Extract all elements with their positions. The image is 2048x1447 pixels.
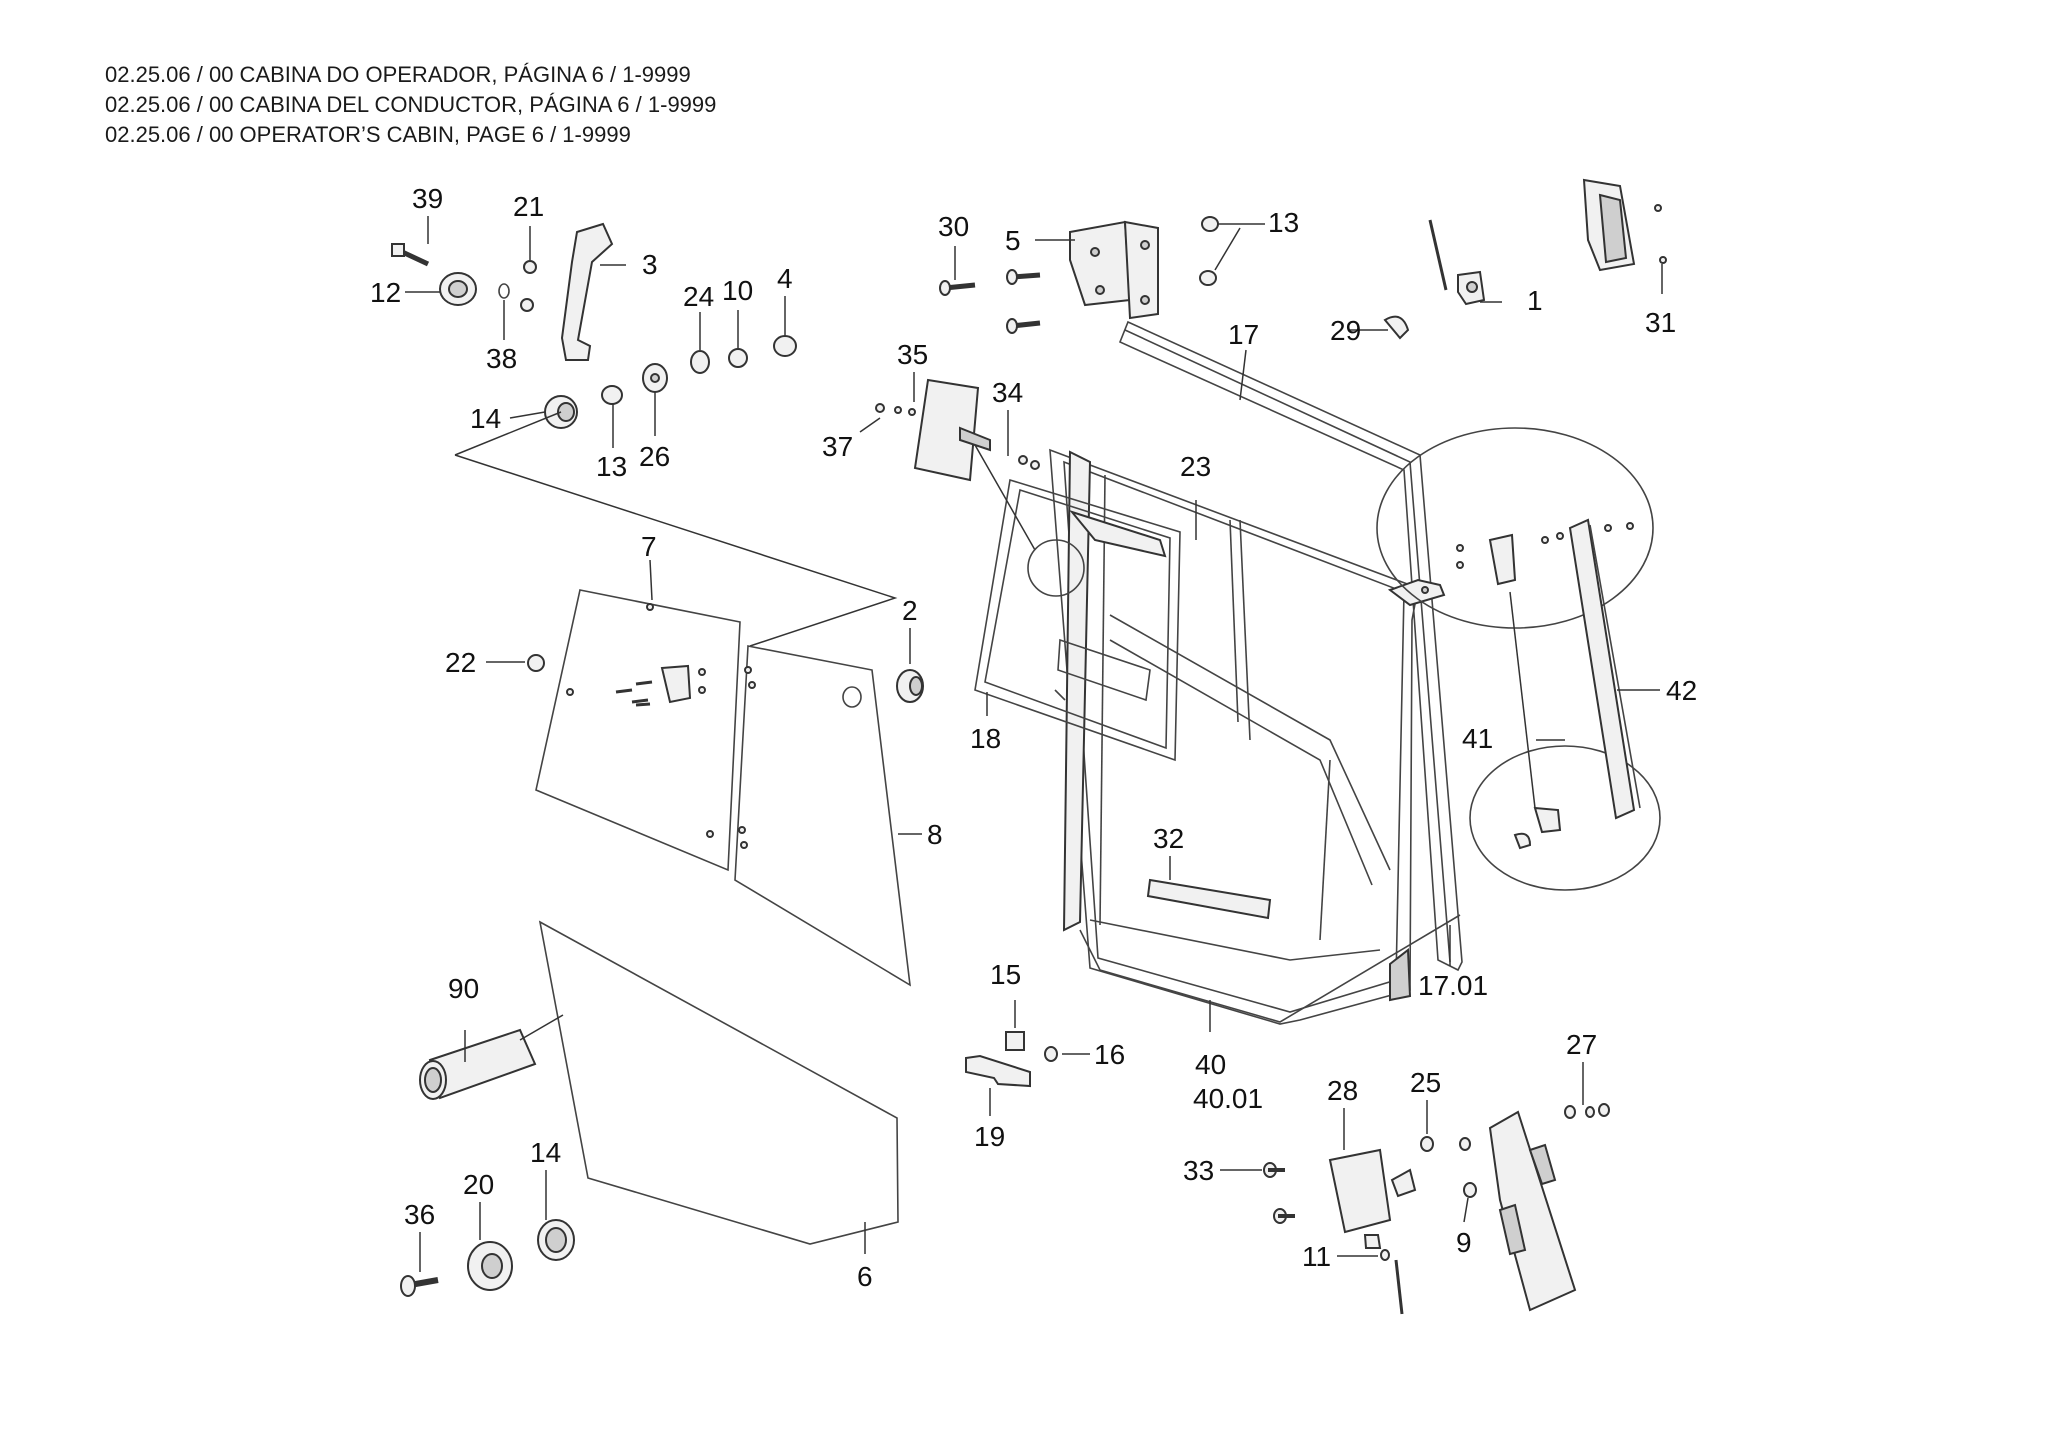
hinge-5 (1069, 220, 1159, 320)
callout-21: 21 (513, 191, 544, 222)
callout-33: 33 (1183, 1155, 1214, 1186)
callout-20: 20 (463, 1169, 494, 1200)
detail-circle-bottom (1469, 745, 1661, 891)
clip-29 (1383, 315, 1410, 340)
callout-41: 41 (1462, 723, 1493, 754)
catch-19 (965, 1054, 1031, 1088)
callout-13: 13 (596, 451, 627, 482)
callout-3: 3 (642, 249, 658, 280)
callout-24: 24 (683, 281, 714, 312)
callout-28: 28 (1327, 1075, 1358, 1106)
callout-38: 38 (486, 343, 517, 374)
callout-13: 13 (1268, 207, 1299, 238)
callout-labels: 39 21 3 12 38 24 10 4 14 13 26 30 5 13 1… (370, 183, 1697, 1292)
bracket-31 (1582, 178, 1667, 272)
callout-12: 12 (370, 277, 401, 308)
callout-22: 22 (445, 647, 476, 678)
pulley-12 (439, 272, 477, 306)
bolt-39 (391, 243, 430, 267)
rod-41 (1488, 533, 1562, 850)
callout-32: 32 (1153, 823, 1184, 854)
callout-6: 6 (857, 1261, 873, 1292)
leader-lines (405, 216, 1663, 1272)
callout-14: 14 (530, 1137, 561, 1168)
bolt-36 (400, 1275, 439, 1297)
callout-14: 14 (470, 403, 501, 434)
callout-40: 40 (1195, 1049, 1226, 1080)
callout-18: 18 (970, 723, 1001, 754)
roller-2 (896, 669, 924, 703)
callout-34: 34 (992, 377, 1023, 408)
latch-1 (1457, 270, 1486, 306)
lock-28 (1328, 1148, 1417, 1315)
callout-17: 17 (1228, 319, 1259, 350)
nut-16 (1044, 1046, 1058, 1062)
header-line-portuguese: 02.25.06 / 00 CABINA DO OPERADOR, PÁGINA… (105, 62, 691, 87)
window-frame-18 (974, 478, 1181, 762)
callout-10: 10 (722, 275, 753, 306)
callout-37: 37 (822, 431, 853, 462)
callout-29: 29 (1330, 315, 1361, 346)
callout-19: 19 (974, 1121, 1005, 1152)
header-line-spanish: 02.25.06 / 00 CABINA DEL CONDUCTOR, PÁGI… (105, 92, 717, 117)
callout-8: 8 (927, 819, 943, 850)
handle-lever-3 (560, 222, 614, 361)
tube-90 (419, 1014, 564, 1100)
callout-2: 2 (902, 595, 918, 626)
bushing-13-right (1199, 216, 1219, 286)
callout-35: 35 (897, 339, 928, 370)
washer-25 (1420, 1136, 1471, 1152)
detail-circle-top (1376, 427, 1654, 629)
callout-16: 16 (1094, 1039, 1125, 1070)
rod-1 (1428, 219, 1448, 291)
callout-27: 27 (1566, 1029, 1597, 1060)
callout-30: 30 (938, 211, 969, 242)
door-seal-17 (1118, 320, 1463, 972)
bracket-42 (1456, 518, 1641, 820)
callout-1: 1 (1527, 285, 1543, 316)
cover-housing (1488, 1110, 1577, 1312)
nut-10 (728, 348, 748, 368)
disc-26 (642, 363, 668, 393)
roller-14-bottom (537, 1219, 575, 1261)
callout-90: 90 (448, 973, 479, 1004)
callout-15: 15 (990, 959, 1021, 990)
glass-panel-8 (734, 645, 911, 987)
callout-39: 39 (412, 183, 443, 214)
pin-22 (527, 654, 545, 672)
glass-panel-6 (538, 920, 899, 1245)
bracket-34-assembly (875, 378, 1085, 597)
callout-31: 31 (1645, 307, 1676, 338)
pin-11 (1380, 1249, 1390, 1261)
bushing-13-top (601, 385, 623, 405)
screw-27 (1564, 1103, 1610, 1119)
callout-4: 4 (777, 263, 793, 294)
callout-23: 23 (1180, 451, 1211, 482)
callout-7: 7 (641, 531, 657, 562)
washer-24 (690, 350, 710, 374)
callout-17.01: 17.01 (1418, 970, 1488, 1001)
header-line-english: 02.25.06 / 00 OPERATOR’S CABIN, PAGE 6 /… (105, 122, 631, 147)
glass-panel-7 (535, 589, 741, 872)
screw-33 (1263, 1162, 1295, 1224)
pad-15 (1005, 1031, 1025, 1051)
callout-25: 25 (1410, 1067, 1441, 1098)
nut-9 (1463, 1182, 1477, 1198)
cap-4 (773, 335, 797, 357)
callout-26: 26 (639, 441, 670, 472)
bolt-30 (939, 269, 1041, 334)
washer-38 (498, 283, 534, 312)
nut-21 (523, 260, 537, 274)
callout-11: 11 (1302, 1241, 1331, 1272)
callout-5: 5 (1005, 225, 1021, 256)
callout-42: 42 (1666, 675, 1697, 706)
drawing-header: 02.25.06 / 00 CABINA DO OPERADOR, PÁGINA… (105, 60, 716, 150)
callout-40.01: 40.01 (1193, 1083, 1263, 1114)
frame-edge-17.01 (1079, 914, 1461, 1023)
callout-36: 36 (404, 1199, 435, 1230)
roller-20 (467, 1241, 513, 1291)
latch-7 (615, 664, 706, 707)
callout-9: 9 (1456, 1227, 1472, 1258)
